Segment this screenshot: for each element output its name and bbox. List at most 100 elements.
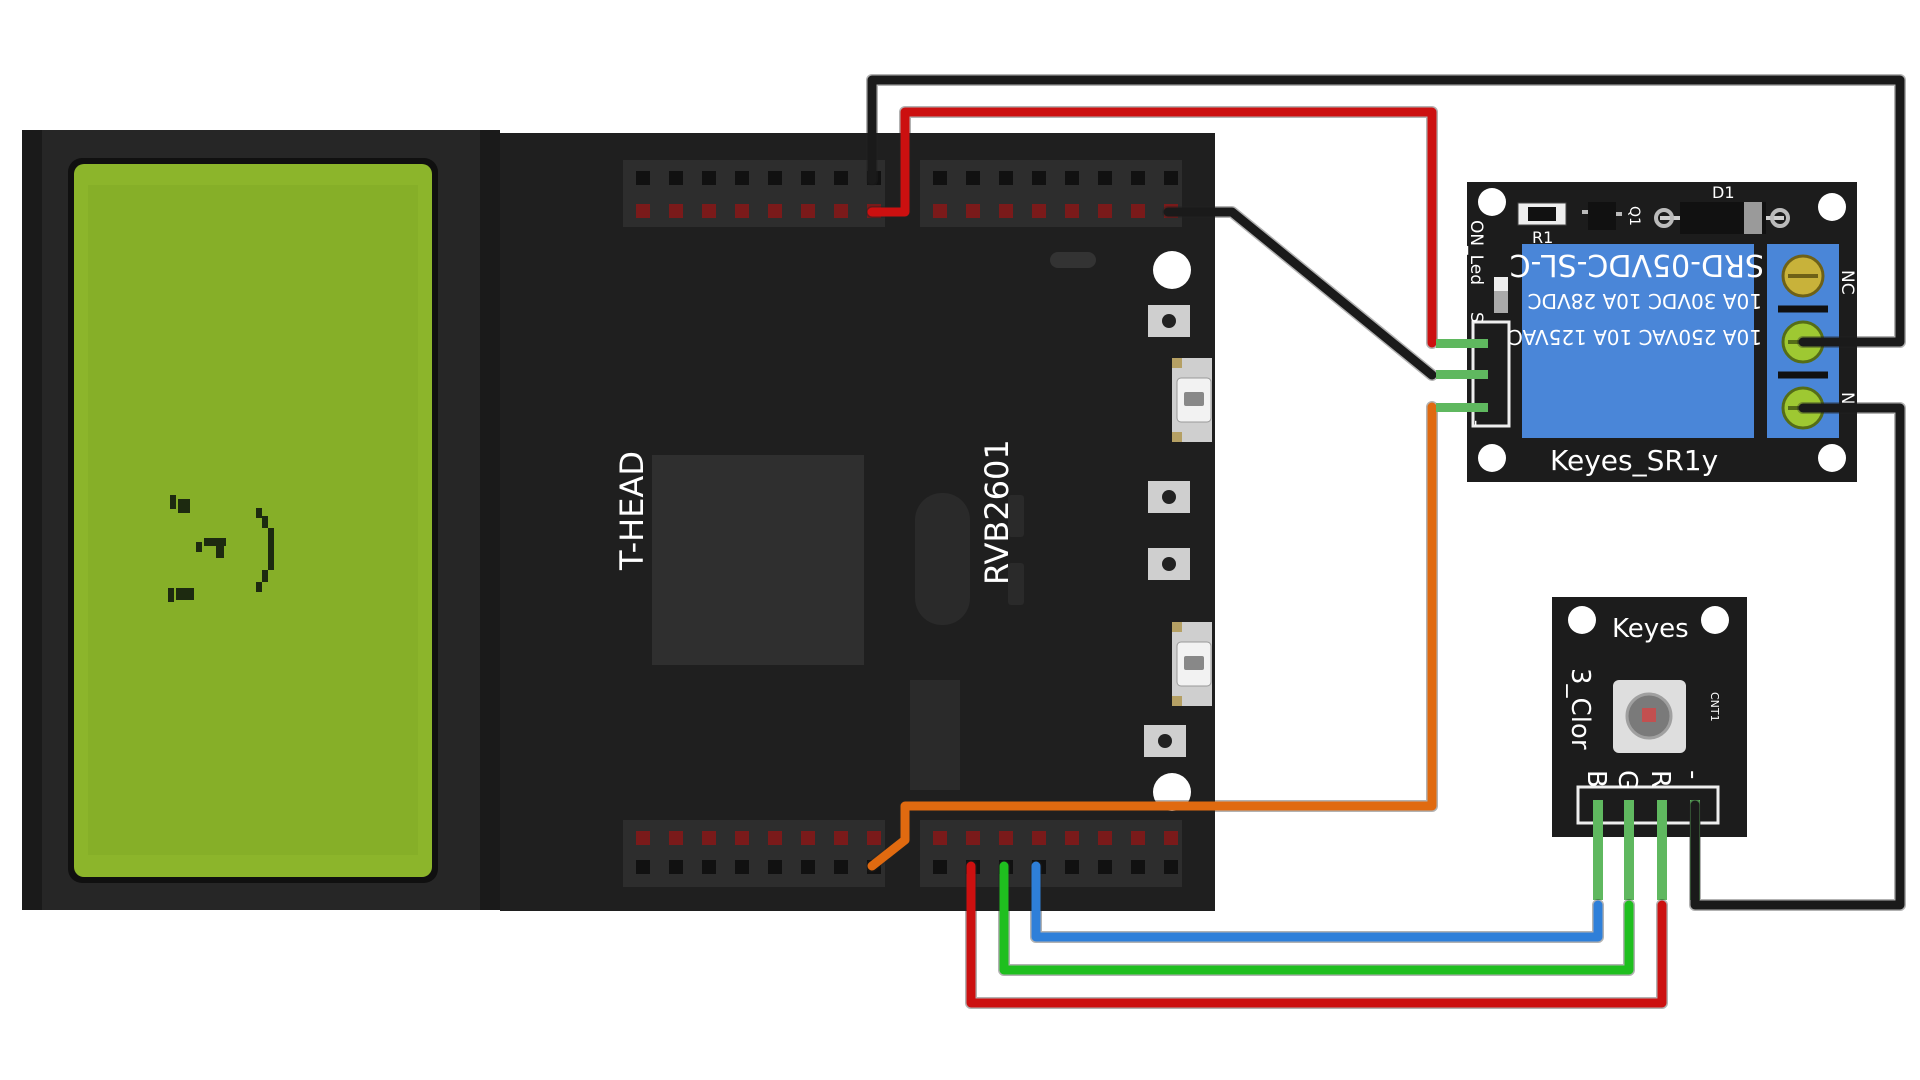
header-pin [1131, 204, 1145, 218]
header-pin [669, 171, 683, 185]
rgb-cnt-label: CNT1 [1708, 692, 1721, 722]
header-pin [966, 171, 980, 185]
rgb-header-pin [1624, 800, 1634, 900]
relay-label-led: ON_Led [1466, 220, 1486, 285]
relay-header-pins [1436, 339, 1488, 412]
header-pin [834, 204, 848, 218]
header-pin [1131, 831, 1145, 845]
header-pin [636, 204, 650, 218]
header-pin [966, 204, 980, 218]
header-pin [1131, 860, 1145, 874]
usb-port-2 [1172, 622, 1212, 706]
header-pin [768, 171, 782, 185]
header-pin [834, 171, 848, 185]
header-pin [1131, 171, 1145, 185]
wire-relay-to-board [867, 402, 1437, 871]
board-brand-label: T-HEAD [613, 451, 651, 571]
relay-name-label: Keyes_SR1y [1550, 444, 1718, 477]
header-pin [999, 831, 1013, 845]
rgb-pin-label: R [1645, 770, 1675, 788]
header-pin [1098, 204, 1112, 218]
header-pin [735, 171, 749, 185]
rgb-header-pin [1657, 800, 1667, 900]
header-pin [768, 204, 782, 218]
regulator [910, 680, 960, 790]
relay-rating-2: 10A 250VAC 10A 125VAC [1509, 325, 1762, 349]
header-pin [933, 171, 947, 185]
rgb-pin-label: - [1678, 770, 1708, 779]
header-pin [933, 860, 947, 874]
header-pin [1098, 860, 1112, 874]
rgb-pin-header [1576, 785, 1720, 825]
relay-label-no: N [1837, 392, 1857, 405]
rgb-pin-label: B [1581, 770, 1611, 788]
header-pin [669, 860, 683, 874]
wire-blue-to-rgb-b [1031, 861, 1603, 942]
header-pin [801, 204, 815, 218]
crystal [915, 493, 970, 625]
wire-green-to-rgb-g [999, 861, 1634, 975]
header-pin [933, 831, 947, 845]
rgb-brand-label: Keyes [1612, 614, 1689, 644]
header-pin [735, 831, 749, 845]
header-pin [1164, 860, 1178, 874]
relay-pin-minus: - [1466, 420, 1486, 426]
lcd-smiley-glyph [168, 495, 274, 602]
relay-label-r1: R1 [1532, 228, 1553, 247]
header-pin [669, 204, 683, 218]
wire-vcc-to-relay [867, 107, 1437, 348]
header-pin [702, 860, 716, 874]
wires [866, 74, 1906, 1009]
header-pin [1098, 831, 1112, 845]
header-pin [636, 831, 650, 845]
usb-port-1 [1172, 358, 1212, 442]
header-pin [1098, 171, 1112, 185]
header-pin [702, 204, 716, 218]
header-pin [1065, 171, 1079, 185]
header-pin [702, 171, 716, 185]
wire-gnd-to-relay-com [867, 75, 1905, 347]
relay-label-d1: D1 [1712, 183, 1735, 202]
header-pin [834, 860, 848, 874]
header-pin [801, 831, 815, 845]
header-pin [933, 204, 947, 218]
header-pin [702, 831, 716, 845]
header-pin [999, 204, 1013, 218]
mcu-chip [652, 455, 864, 665]
relay-rating-1: 10A 30VDC 10A 28VDC [1528, 289, 1762, 313]
relay-pin-s: S [1466, 312, 1486, 323]
header-pin [1065, 831, 1079, 845]
header-pin [801, 860, 815, 874]
led-indicator [1050, 252, 1096, 268]
header-pin [768, 860, 782, 874]
mount-hole [1153, 251, 1191, 289]
relay-label-q1: Q1 [1626, 206, 1642, 226]
board-buttons [1144, 305, 1190, 757]
header-pin [966, 831, 980, 845]
header-pin [1065, 204, 1079, 218]
lcd-module [22, 130, 500, 910]
header-pin [1032, 171, 1046, 185]
header-pin [1032, 204, 1046, 218]
header-pin [999, 171, 1013, 185]
header-pin [1032, 831, 1046, 845]
header-pin [768, 831, 782, 845]
header-pin [834, 831, 848, 845]
wire-signal-to-relay-s [1163, 207, 1437, 380]
header-pin [669, 831, 683, 845]
wire-relay-no-to-rgb-gnd [1690, 403, 1905, 910]
header-pin [636, 171, 650, 185]
header-pin [1164, 171, 1178, 185]
relay-label-nc: NC [1837, 270, 1857, 295]
header-bottom-right [920, 820, 1182, 887]
header-pin [735, 860, 749, 874]
header-pin [867, 831, 881, 845]
header-bottom-left [623, 820, 885, 887]
wire-red-to-rgb-r [966, 861, 1667, 1008]
header-pin [735, 204, 749, 218]
header-pin [1065, 860, 1079, 874]
rgb-pin-label: G [1612, 770, 1642, 790]
